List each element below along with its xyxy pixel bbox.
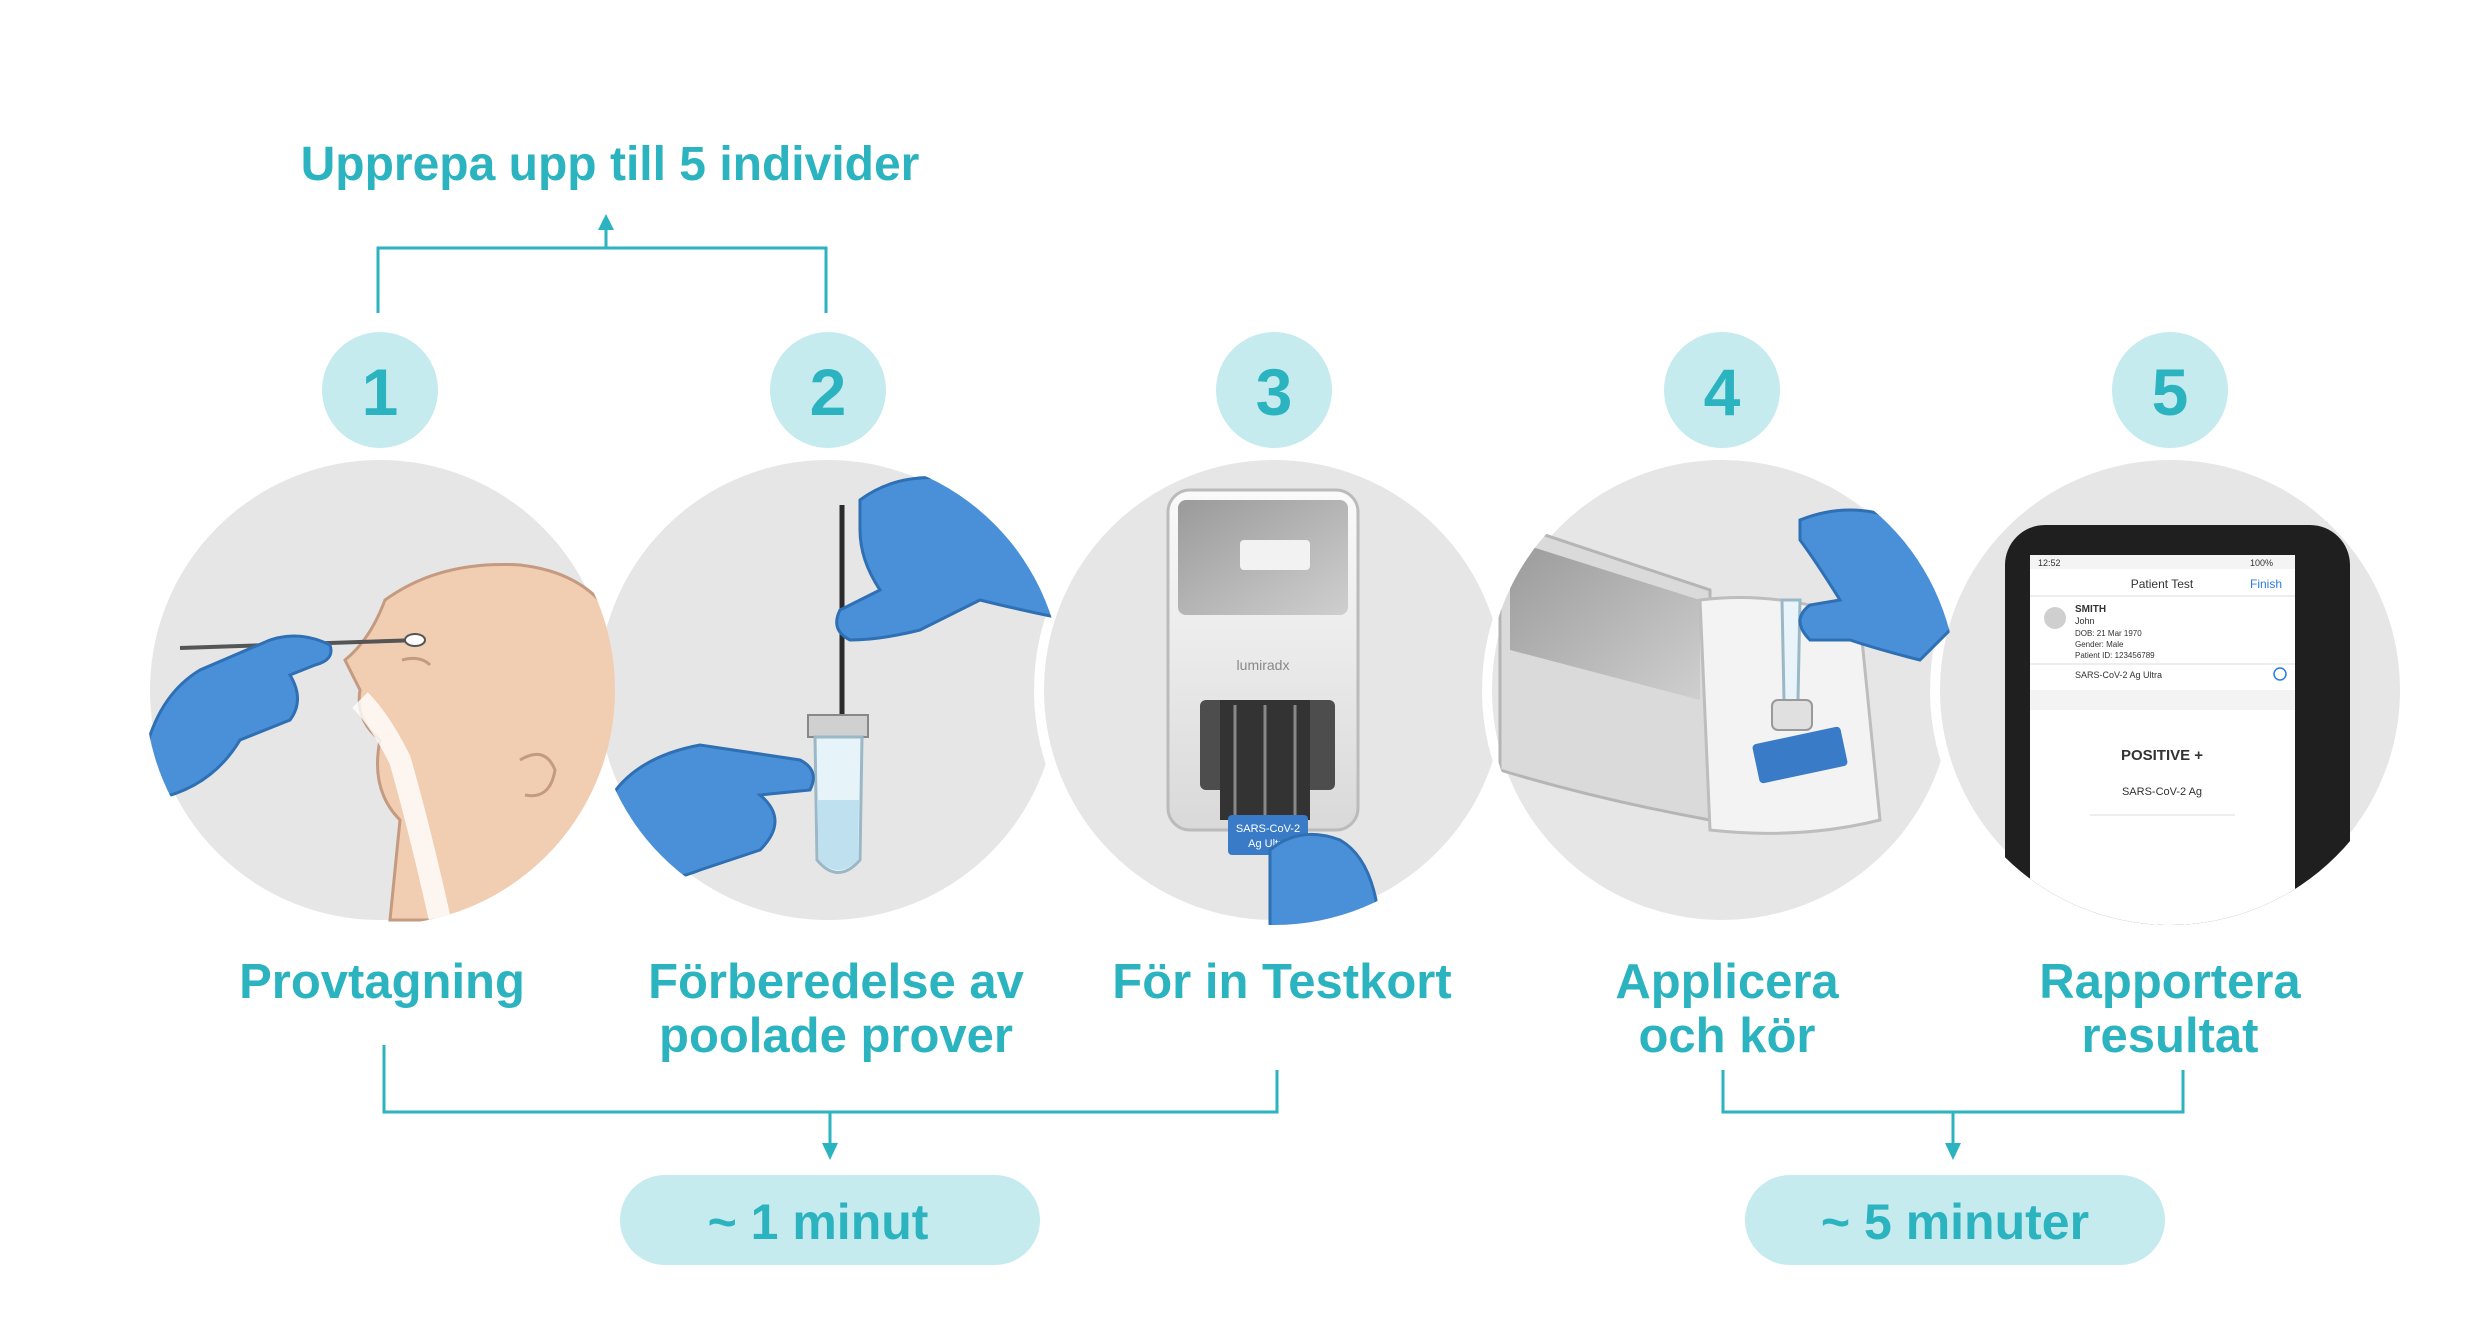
patient-last-name: SMITH bbox=[2075, 604, 2106, 615]
duration-label-2: ~ 5 minuter bbox=[1821, 1194, 2089, 1250]
step-1-label: Provtagning bbox=[239, 955, 525, 1009]
duration-label-1: ~ 1 minut bbox=[708, 1194, 929, 1250]
patient-dob: DOB: 21 Mar 1970 bbox=[2075, 629, 2142, 638]
patient-gender: Gender: Male bbox=[2075, 640, 2124, 649]
step-1-number: 1 bbox=[362, 355, 399, 429]
step-4-number: 4 bbox=[1704, 355, 1741, 429]
duration-bracket-2 bbox=[1721, 1070, 2185, 1145]
step-3-illustration: lumiradx SARS-CoV-2 Ag Ultra bbox=[1166, 488, 1382, 925]
result-analyte: SARS-CoV-2 Ag bbox=[2122, 786, 2202, 798]
repeat-bracket bbox=[376, 228, 828, 313]
instrument-brand: lumiradx bbox=[1237, 657, 1290, 673]
test-strip-label-1: SARS-CoV-2 bbox=[1236, 823, 1300, 835]
result-value: POSITIVE + bbox=[2121, 747, 2203, 764]
duration-arrow-2 bbox=[1945, 1143, 1961, 1160]
screen-battery: 100% bbox=[2250, 558, 2273, 568]
patient-avatar bbox=[2044, 607, 2066, 629]
duration-arrow-1 bbox=[822, 1143, 838, 1160]
step-3-label: För in Testkort bbox=[1112, 955, 1451, 1009]
duration-pill-1 bbox=[620, 1175, 1040, 1265]
patient-id: Patient ID: 123456789 bbox=[2075, 651, 2155, 660]
step-5-illustration: 12:52 100% Patient Test Finish SMITH Joh… bbox=[2005, 525, 2350, 925]
info-icon[interactable] bbox=[2273, 667, 2287, 681]
step-4-label-line-2: och kör bbox=[1639, 1009, 1816, 1063]
step-2-number: 2 bbox=[810, 355, 847, 429]
repeat-label: Upprepa upp till 5 individer bbox=[301, 138, 920, 191]
step-5-label-line-1: Rapportera bbox=[2039, 955, 2301, 1009]
repeat-arrow-head bbox=[598, 214, 614, 230]
step-3-number: 3 bbox=[1256, 355, 1293, 429]
step-1-illustration bbox=[145, 562, 615, 923]
duration-pill-2 bbox=[1745, 1175, 2165, 1265]
duration-bracket-1 bbox=[382, 1045, 1279, 1145]
screen-title: Patient Test bbox=[2131, 577, 2194, 591]
step-4-label-line-1: Applicera bbox=[1615, 955, 1839, 1009]
step-2-label-line-1: Förberedelse av bbox=[648, 955, 1025, 1009]
screen-time: 12:52 bbox=[2038, 558, 2061, 568]
step-5-number: 5 bbox=[2152, 355, 2189, 429]
screen-finish-action: Finish bbox=[2250, 577, 2282, 591]
step-number-badges bbox=[314, 324, 2236, 456]
patient-first-name: John bbox=[2075, 616, 2095, 626]
test-name: SARS-CoV-2 Ag Ultra bbox=[2075, 670, 2162, 680]
step-2-label-line-2: poolade prover bbox=[659, 1009, 1013, 1063]
step-5-label-line-2: resultat bbox=[2081, 1009, 2258, 1063]
